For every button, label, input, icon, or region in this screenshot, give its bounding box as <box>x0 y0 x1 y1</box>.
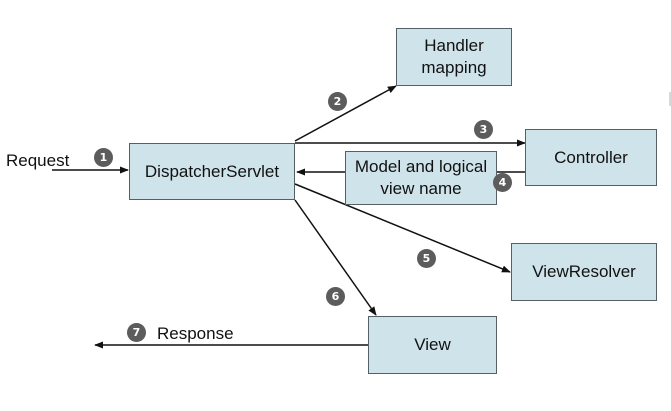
view-resolver-box: ViewResolver <box>511 243 657 301</box>
edge-mark <box>669 92 671 106</box>
step-6-badge: 6 <box>326 287 345 306</box>
arrow-to-handler-mapping <box>294 85 397 142</box>
dispatcher-servlet-box: DispatcherServlet <box>129 143 295 200</box>
request-label: Request <box>6 151 70 170</box>
arrow-to-view-resolver <box>294 183 511 273</box>
handler-mapping-label-line1: Handler <box>424 36 484 55</box>
handler-mapping-box: Handler mapping <box>396 28 512 86</box>
dispatcher-servlet-label: DispatcherServlet <box>144 161 280 181</box>
response-label: Response <box>157 324 234 343</box>
step-7-badge: 7 <box>127 323 146 342</box>
arrow-to-view <box>294 199 377 316</box>
step-4-badge: 4 <box>493 173 512 192</box>
view-box: View <box>368 316 497 374</box>
step-2-badge: 2 <box>328 92 347 111</box>
model-view-label-line1: Model and logical <box>354 157 488 176</box>
handler-mapping-label-line2: mapping <box>421 58 487 77</box>
model-view-name-box: Model and logical view name <box>345 151 497 205</box>
controller-label: Controller <box>554 147 628 167</box>
step-5-badge: 5 <box>417 249 436 268</box>
controller-box: Controller <box>525 129 657 186</box>
step-3-badge: 3 <box>474 120 493 139</box>
view-label: View <box>414 335 451 354</box>
model-view-label-line2: view name <box>380 179 462 198</box>
view-resolver-label: ViewResolver <box>532 262 636 281</box>
step-1-badge: 1 <box>94 148 113 167</box>
